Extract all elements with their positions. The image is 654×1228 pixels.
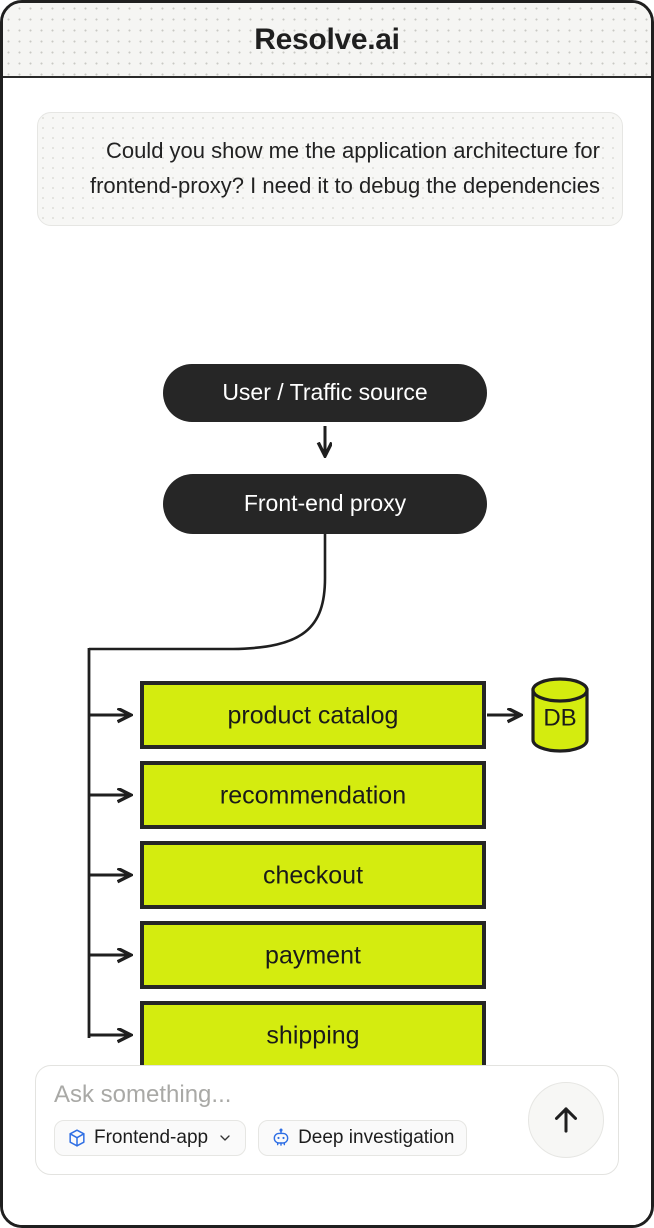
send-button[interactable] xyxy=(528,1082,604,1158)
diagram-node-source-label: User / Traffic source xyxy=(222,379,427,405)
service-label: shipping xyxy=(266,1022,359,1050)
service-box-payment[interactable]: payment xyxy=(140,921,486,989)
chip-frontend-app[interactable]: Frontend-app xyxy=(54,1120,247,1156)
database-cylinder[interactable]: DB xyxy=(531,677,589,753)
message-input-placeholder[interactable]: Ask something... xyxy=(54,1081,232,1108)
composer-chip-row: Frontend-app xyxy=(54,1120,600,1156)
conversation-area[interactable]: Could you show me the application archit… xyxy=(3,78,651,1225)
service-box-shipping[interactable]: shipping xyxy=(140,1001,486,1069)
chevron-down-icon[interactable] xyxy=(217,1130,233,1146)
architecture-diagram: User / Traffic source Front-end proxy xyxy=(3,278,651,1078)
service-box-recommendation[interactable]: recommendation xyxy=(140,761,486,829)
cube-icon xyxy=(67,1128,87,1148)
service-box-product-catalog[interactable]: product catalog xyxy=(140,681,486,749)
chip-deep-investigation[interactable]: Deep investigation xyxy=(258,1120,468,1156)
service-label: payment xyxy=(265,942,361,970)
service-box-checkout[interactable]: checkout xyxy=(140,841,486,909)
diagram-node-source: User / Traffic source xyxy=(163,364,487,422)
database-label: DB xyxy=(543,704,576,731)
user-message-bubble: Could you show me the application archit… xyxy=(37,112,623,226)
robot-icon xyxy=(271,1128,291,1148)
composer-box[interactable]: Ask something... Frontend-app xyxy=(35,1065,619,1175)
diagram-node-proxy: Front-end proxy xyxy=(163,474,487,534)
service-label: product catalog xyxy=(228,702,399,730)
service-label: checkout xyxy=(263,862,363,890)
composer-area: Ask something... Frontend-app xyxy=(3,1065,651,1225)
app-header: Resolve.ai xyxy=(3,3,651,78)
arrow-up-icon xyxy=(547,1101,585,1139)
diagram-node-proxy-label: Front-end proxy xyxy=(244,490,407,516)
chip-deep-investigation-label: Deep investigation xyxy=(298,1127,455,1148)
chip-frontend-app-label: Frontend-app xyxy=(94,1127,209,1148)
service-label: recommendation xyxy=(220,782,406,810)
page-title: Resolve.ai xyxy=(254,22,400,56)
edge-proxy-bus-curve xyxy=(89,534,327,651)
